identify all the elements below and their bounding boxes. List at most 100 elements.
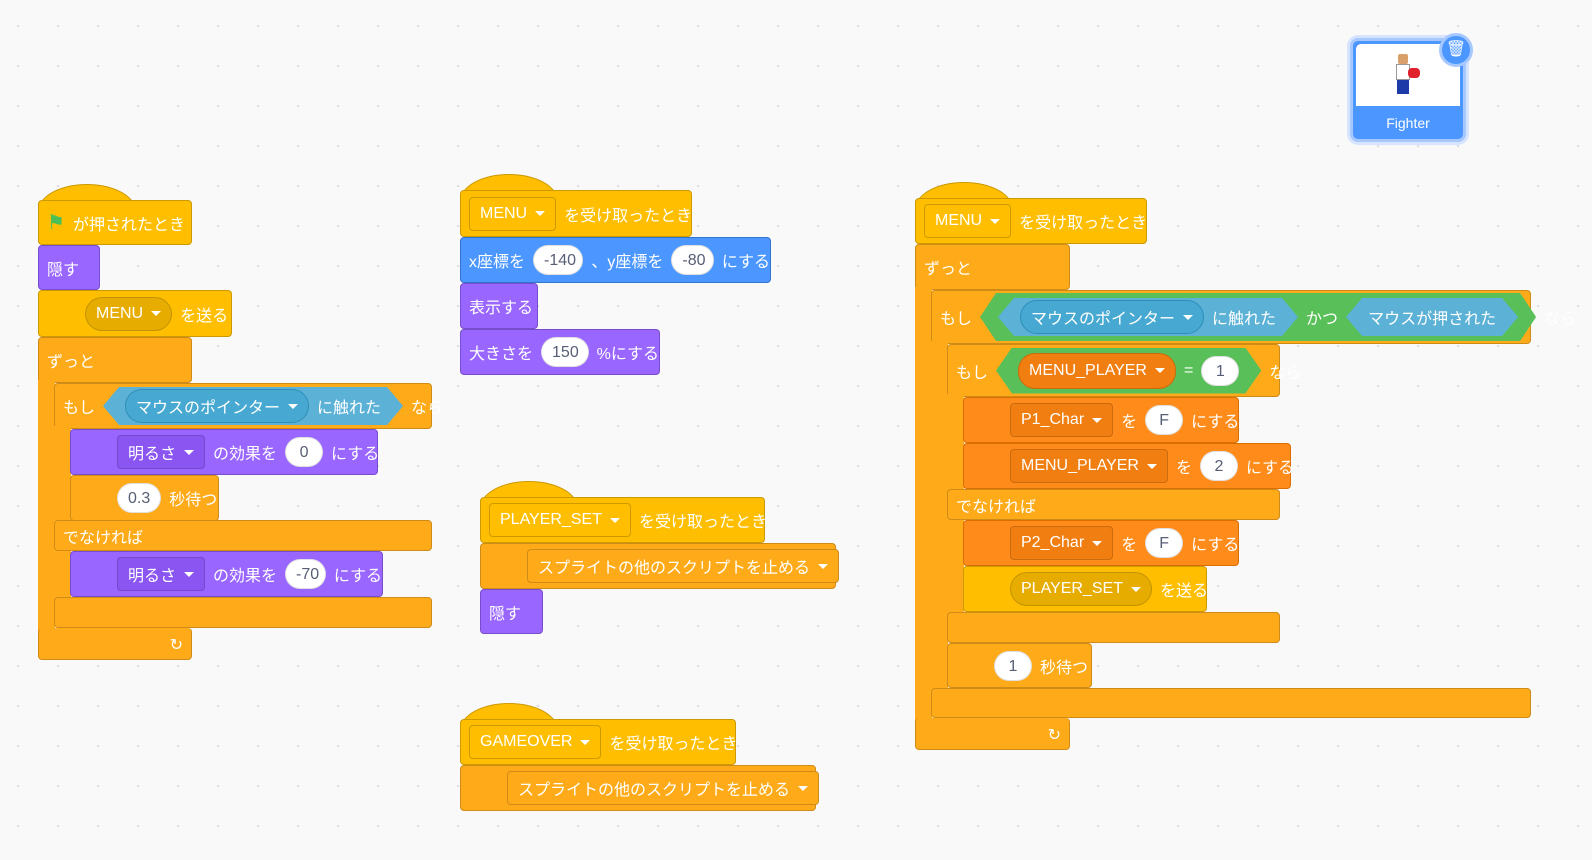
variable-dropdown[interactable]: P2_Char: [1010, 526, 1114, 560]
wait-seconds-input[interactable]: 0.3: [117, 483, 162, 513]
stop-option-dropdown[interactable]: スプライトの他のスクリプトを止める: [527, 549, 840, 583]
to-label: を: [1121, 537, 1138, 554]
message-value: MENU: [935, 212, 983, 229]
touching-condition[interactable]: マウスのポインターに触れた: [998, 298, 1298, 336]
else-bar: でなければ: [947, 489, 1280, 520]
forever-label: ずっと: [924, 261, 973, 278]
message-dropdown[interactable]: MENU: [924, 204, 1012, 238]
if-label: もし: [956, 364, 989, 382]
y-input[interactable]: -80: [671, 245, 714, 275]
variable-name: MENU_PLAYER: [1021, 457, 1139, 474]
message-dropdown[interactable]: PLAYER_SET: [489, 503, 631, 537]
if-else-block[interactable]: もし マウスのポインターに触れた なら: [54, 383, 443, 429]
effect-value: 明るさ: [128, 446, 177, 463]
then-label: なら: [1544, 311, 1577, 328]
mouse-down-label: マウスが押された: [1368, 311, 1497, 328]
receive-label: を受け取ったとき: [609, 736, 738, 753]
touching-object-dropdown[interactable]: マウスのポインター: [1020, 300, 1204, 334]
x-input[interactable]: -140: [533, 245, 584, 275]
when-receive-block[interactable]: GAMEOVER を受け取ったとき: [460, 703, 738, 765]
value-input[interactable]: F: [1145, 405, 1184, 435]
effect-dropdown[interactable]: 明るさ: [117, 435, 206, 469]
sprite-name: Fighter: [1386, 115, 1430, 131]
stop-block[interactable]: スプライトの他のスクリプトを止める: [480, 543, 840, 589]
stop-option-dropdown[interactable]: スプライトの他のスクリプトを止める: [507, 771, 820, 805]
equals-value-input[interactable]: 1: [1201, 356, 1239, 386]
show-block[interactable]: 表示する: [460, 283, 538, 329]
mouse-down-condition[interactable]: マウスが押された: [1346, 298, 1518, 336]
size-input[interactable]: 150: [541, 337, 589, 367]
effect-dropdown[interactable]: 明るさ: [117, 557, 206, 591]
variable-reporter[interactable]: MENU_PLAYER: [1018, 353, 1176, 389]
hide-block[interactable]: 隠す: [480, 589, 543, 634]
forever-arm: [38, 380, 55, 632]
if-bottom: [931, 688, 1531, 718]
to-label: を: [1121, 414, 1138, 431]
if-block[interactable]: もし マウスのポインターに触れた かつ マウスが押された なら: [931, 290, 1576, 344]
variable-dropdown[interactable]: P1_Char: [1010, 403, 1114, 437]
variable-name: P1_Char: [1021, 411, 1085, 428]
if-label: もし: [940, 311, 973, 328]
then-label: なら: [1269, 364, 1302, 382]
stop-option-value: スプライトの他のスクリプトを止める: [518, 782, 791, 799]
loop-arrow-icon: ↻: [1047, 727, 1061, 744]
variable-dropdown[interactable]: MENU_PLAYER: [1010, 449, 1168, 483]
show-label: 表示する: [469, 300, 534, 317]
hide-label: 隠す: [489, 605, 522, 623]
and-label: かつ: [1306, 311, 1339, 328]
broadcast-block[interactable]: PLAYER_SET を送る: [963, 566, 1208, 612]
else-bar: でなければ: [54, 520, 432, 551]
and-operator[interactable]: マウスのポインターに触れた かつ マウスが押された: [980, 293, 1536, 341]
if-else-bottom: [54, 597, 432, 628]
touching-condition[interactable]: マウスのポインターに触れた: [103, 387, 403, 425]
wait-label: 秒待つ: [1040, 659, 1089, 677]
broadcast-label: を送る: [1159, 583, 1208, 600]
equals-label: =: [1183, 361, 1194, 379]
message-value: PLAYER_SET: [1021, 580, 1123, 597]
message-dropdown[interactable]: MENU: [85, 296, 173, 331]
effect-value-input[interactable]: 0: [285, 437, 324, 467]
value-input[interactable]: 2: [1199, 451, 1238, 481]
effect-label: の効果を: [213, 446, 278, 463]
wait-block[interactable]: 1 秒待つ: [947, 643, 1092, 688]
forever-block[interactable]: ずっと: [38, 337, 192, 383]
forever-bottom: ↻: [915, 718, 1070, 750]
effect-value-input[interactable]: -70: [285, 559, 326, 589]
set-label: にする: [1245, 460, 1295, 477]
stop-option-value: スプライトの他のスクリプトを止める: [538, 560, 811, 577]
wait-seconds-input[interactable]: 1: [994, 650, 1032, 681]
delete-sprite-button[interactable]: 🗑: [1439, 33, 1473, 67]
stop-block[interactable]: スプライトの他のスクリプトを止める: [460, 765, 820, 811]
if-arm: [54, 426, 71, 598]
forever-label: ずっと: [47, 354, 96, 371]
sprite-tile-fighter[interactable]: Fighter 🗑: [1350, 33, 1473, 142]
message-value: PLAYER_SET: [500, 511, 602, 528]
value-input[interactable]: F: [1145, 528, 1184, 558]
if-else-block[interactable]: もし MENU_PLAYER = 1 なら: [947, 344, 1301, 397]
message-dropdown[interactable]: GAMEOVER: [469, 725, 602, 759]
when-flag-clicked-block[interactable]: ⚑が押されたとき: [38, 184, 192, 245]
forever-arm: [915, 287, 932, 722]
set-label: にする: [333, 568, 382, 585]
forever-block[interactable]: ずっと: [915, 244, 1070, 290]
then-label: なら: [411, 400, 444, 417]
loop-arrow-icon: ↻: [169, 637, 183, 654]
touching-label: に触れた: [317, 400, 382, 417]
hide-block[interactable]: 隠す: [38, 245, 100, 290]
touching-object-dropdown[interactable]: マウスのポインター: [125, 389, 309, 423]
message-dropdown[interactable]: PLAYER_SET: [1010, 572, 1152, 606]
message-dropdown[interactable]: MENU: [469, 196, 557, 231]
equals-operator[interactable]: MENU_PLAYER = 1: [996, 348, 1261, 394]
